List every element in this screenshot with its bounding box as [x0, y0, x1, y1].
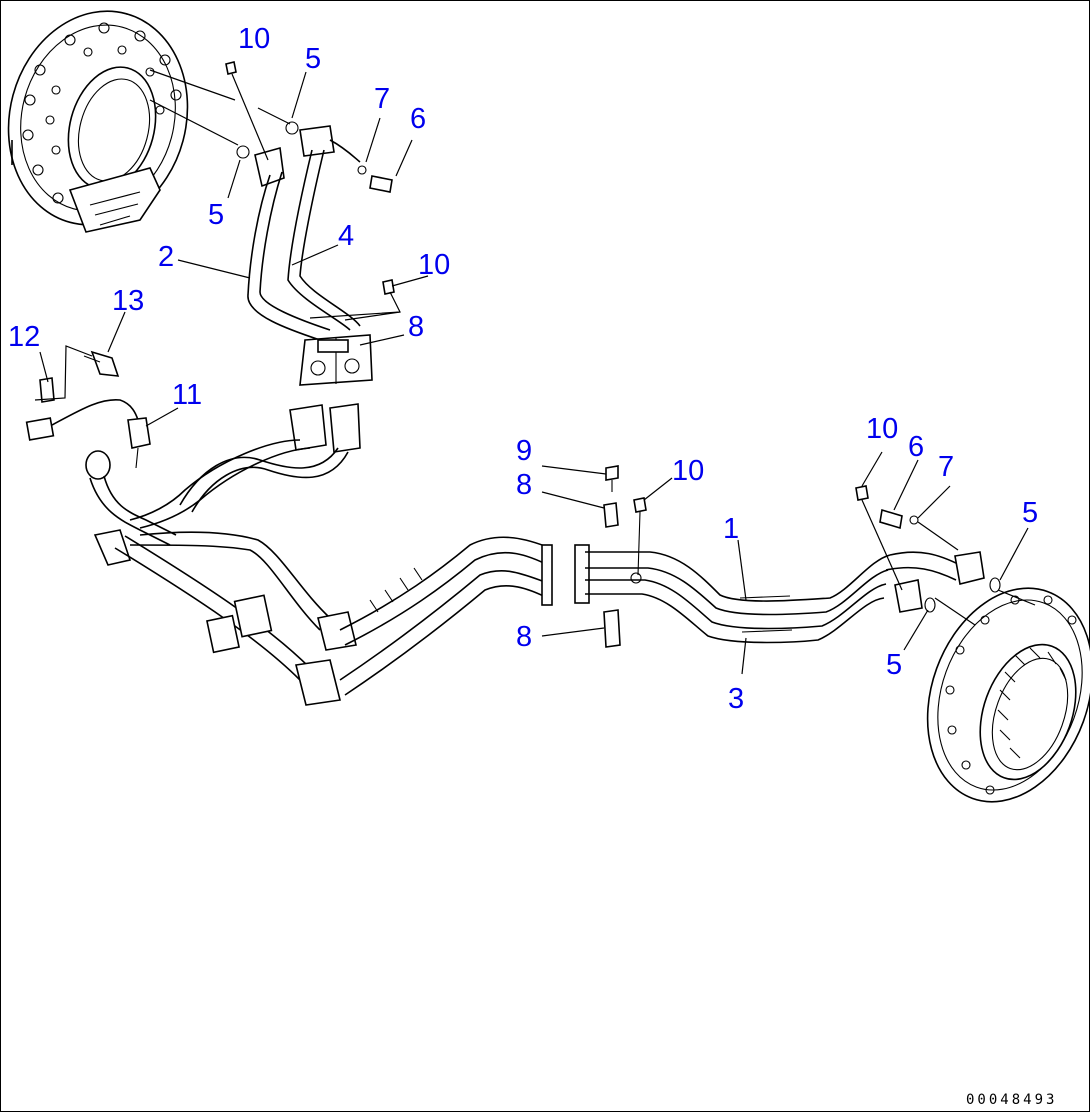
callout-label: 8 — [516, 621, 532, 653]
callout-leaders — [39, 71, 1029, 675]
small-parts-upper — [225, 61, 401, 321]
callout-label: 5 — [305, 43, 321, 75]
callout-label: 10 — [418, 249, 450, 281]
callout-label: 4 — [338, 220, 354, 252]
callout-label: 1 — [723, 513, 739, 545]
callout-label: 10 — [866, 413, 898, 445]
callout-label: 6 — [908, 431, 924, 463]
callout-label: 5 — [1022, 497, 1038, 529]
front-brake-pipes — [85, 403, 553, 706]
callout-labels: 10 5 7 6 5 4 2 10 8 13 12 11 9 8 10 1 8 … — [8, 23, 1038, 715]
callout-label: 13 — [112, 285, 144, 317]
callout-label: 10 — [672, 455, 704, 487]
sensor-assembly — [25, 345, 151, 469]
callout-label: 9 — [516, 435, 532, 467]
callout-label: 7 — [938, 451, 954, 483]
callout-label: 10 — [238, 23, 270, 55]
callout-label: 6 — [410, 103, 426, 135]
small-parts-right — [855, 485, 1001, 613]
brake-disc-lower-right — [926, 587, 1090, 803]
callout-label: 7 — [374, 83, 390, 115]
callout-label: 8 — [408, 311, 424, 343]
rear-brake-pipes — [574, 465, 985, 648]
callout-label: 5 — [886, 649, 902, 681]
callout-label: 8 — [516, 469, 532, 501]
callout-label: 12 — [8, 321, 40, 353]
brake-disc-upper-left — [7, 10, 189, 233]
leader-lines-upper — [149, 69, 299, 159]
callout-label: 3 — [728, 683, 744, 715]
drawing-number: 00048493 — [966, 1092, 1057, 1108]
upper-brake-pipes — [247, 125, 373, 386]
callout-label: 5 — [208, 199, 224, 231]
callout-label: 2 — [158, 241, 174, 273]
callout-label: 11 — [172, 379, 202, 411]
